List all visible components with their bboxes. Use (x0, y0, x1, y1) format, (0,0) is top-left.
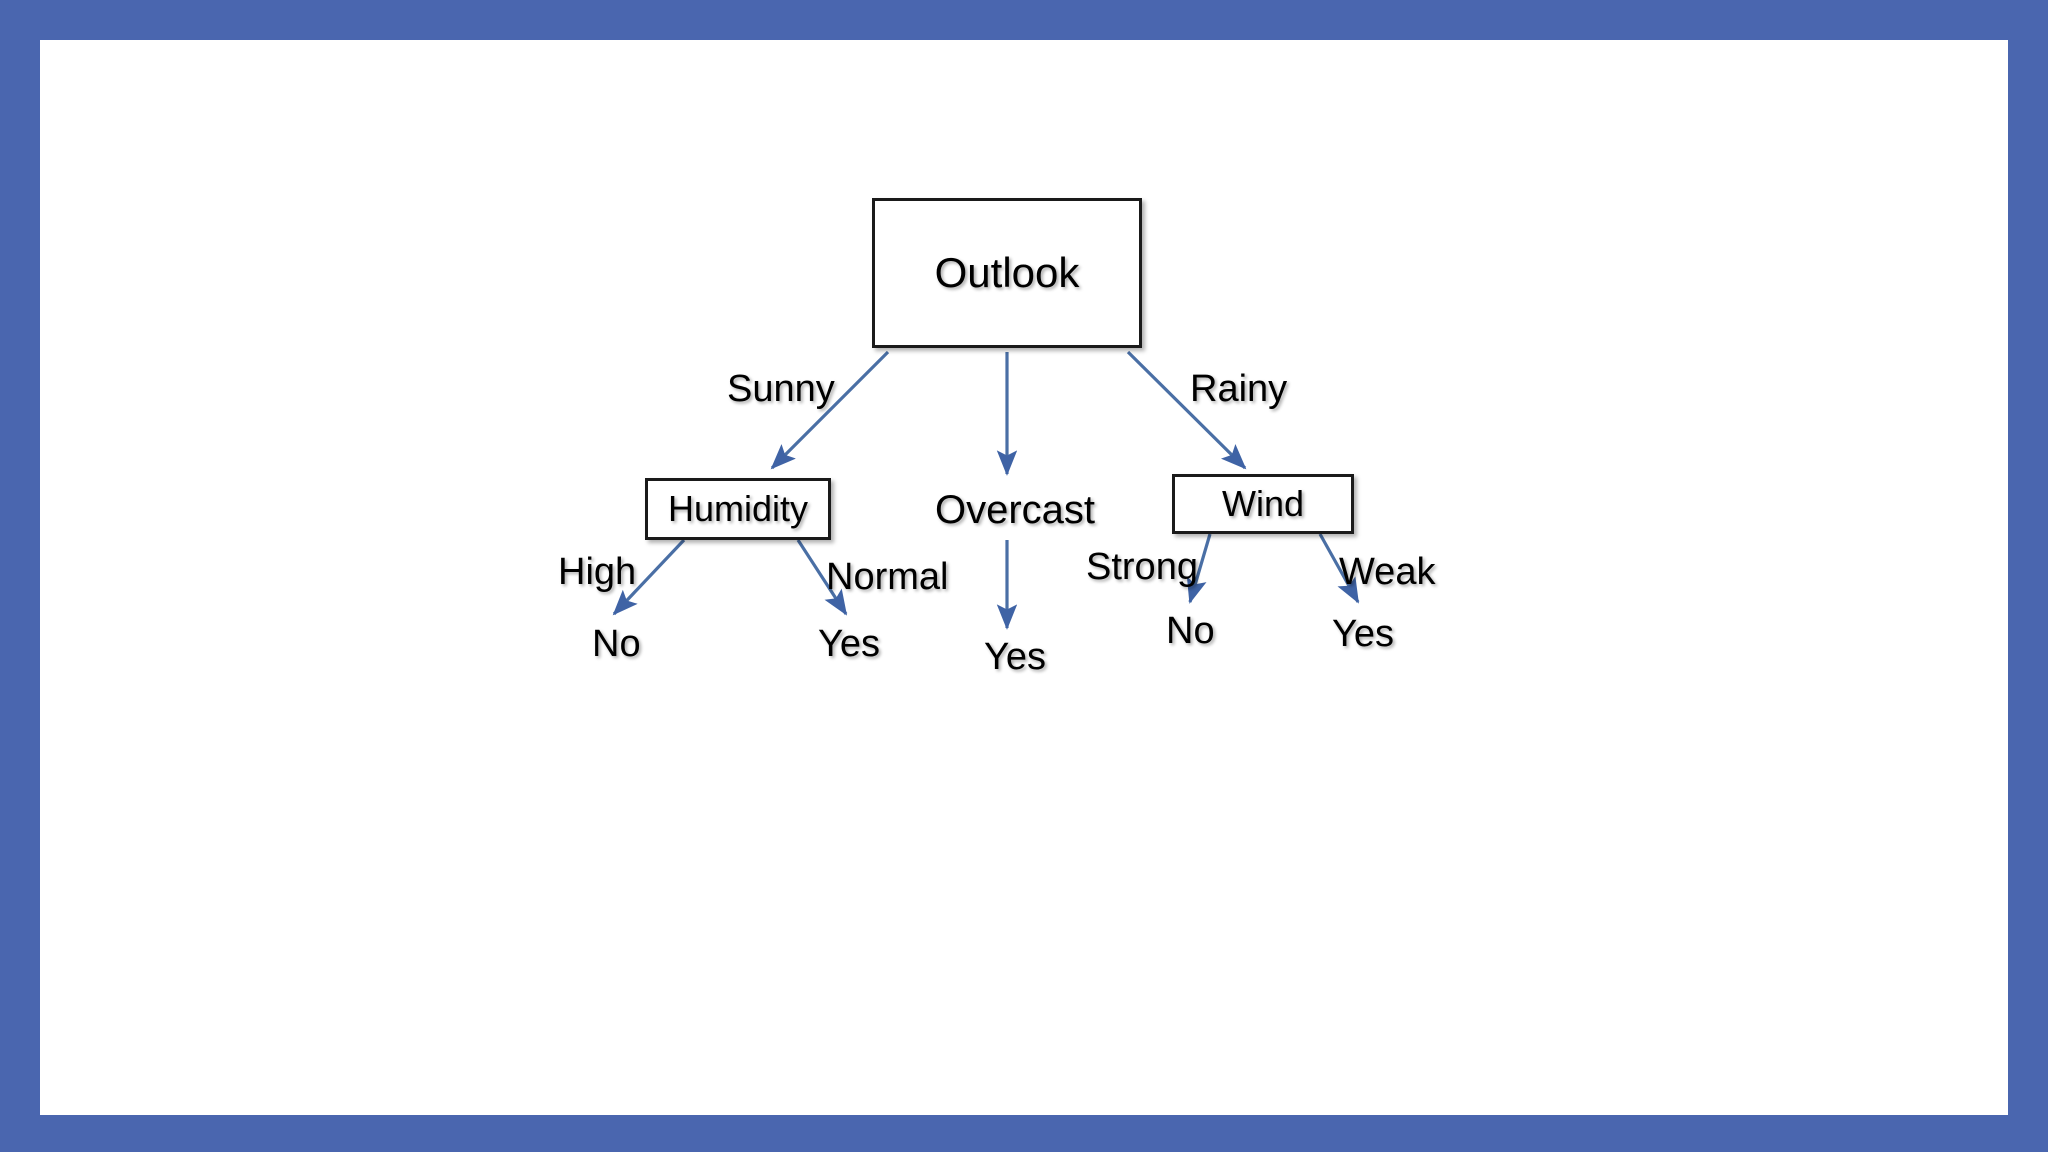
node-outlook[interactable]: Outlook (872, 198, 1142, 348)
edge-label-sunny: Sunny (727, 368, 835, 410)
leaf-sunny-high: No (592, 623, 641, 665)
node-outlook-label: Outlook (934, 249, 1080, 296)
branch-text-overcast: Overcast (935, 488, 1096, 532)
node-wind[interactable]: Wind (1172, 474, 1354, 534)
leaf-overcast: Yes (984, 636, 1046, 678)
edge-label-strong: Strong (1086, 546, 1198, 588)
edge-label-high: High (558, 551, 637, 593)
edge-label-rainy: Rainy (1190, 368, 1288, 410)
decision-tree-diagram: Outlook Humidity Wind Sunny Rainy High N… (40, 40, 2008, 1115)
leaf-rainy-weak: Yes (1332, 613, 1394, 655)
edge-label-weak: Weak (1339, 551, 1436, 593)
node-wind-label: Wind (1221, 483, 1305, 524)
slide-canvas: Outlook Humidity Wind Sunny Rainy High N… (40, 40, 2008, 1115)
leaf-sunny-normal: Yes (818, 623, 880, 665)
node-humidity[interactable]: Humidity (645, 478, 831, 540)
node-humidity-label: Humidity (667, 488, 809, 529)
leaf-rainy-strong: No (1166, 610, 1215, 652)
edge-label-normal: Normal (826, 556, 949, 598)
